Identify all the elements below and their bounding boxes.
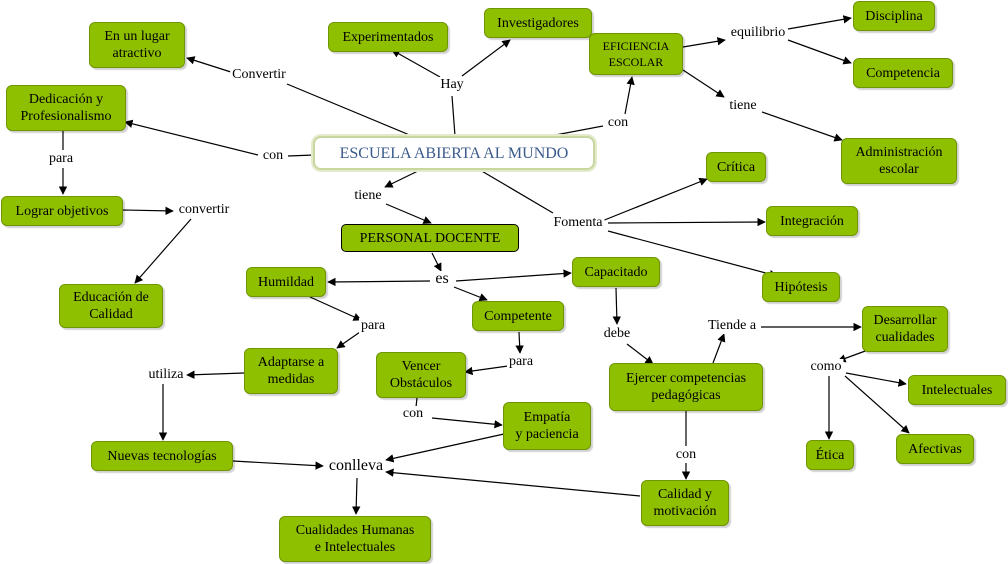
connector-line [845,372,907,387]
connector-line [682,37,726,48]
node-lograr-objetivos[interactable]: Lograr objetivos [1,196,123,226]
connector-line [607,217,766,227]
node-adaptarse[interactable]: Adaptarse a medidas [244,348,338,394]
node-personal-docente[interactable]: PERSONAL DOCENTE [341,224,519,252]
connector-line [787,39,852,65]
link-label-para-lograr: para [46,151,76,167]
connector-line [287,154,315,157]
connector-line [515,331,524,354]
connector-line [431,417,503,429]
node-cualidades-humanas[interactable]: Cualidades Humanas e Intelectuales [279,516,431,562]
connector-line [385,468,641,497]
link-label-con-calidad: con [673,447,699,463]
link-label-convertir: Convertir [230,67,288,83]
node-empatia[interactable]: Empatía y paciencia [503,402,591,450]
connector-line [309,296,362,321]
node-experimentados[interactable]: Experimentados [328,22,448,52]
connector-line [124,119,259,156]
connector-line [232,460,324,470]
link-label-como: como [808,359,844,375]
connector-line [461,39,511,77]
node-desarrollar-cualidades[interactable]: Desarrollar cualidades [862,306,948,352]
connector-line [626,343,654,365]
node-ejercer-competencias[interactable]: Ejercer competencias pedagógicas [609,363,763,411]
link-label-fomenta: Fomenta [551,215,605,231]
connector-line [761,111,843,142]
link-label-tiene-personal: tiene [352,188,384,204]
connector-line [384,169,421,188]
link-label-hay: Hay [438,77,466,93]
node-lugar-atractivo[interactable]: En un lugar atractivo [89,22,185,68]
node-competencia[interactable]: Competencia [853,58,953,88]
connector-line [415,397,418,408]
connector-line [385,203,432,224]
connector-line [479,169,554,214]
connector-line [336,331,361,349]
connector-line [844,375,910,434]
connector-line [451,95,456,137]
connector-line [352,477,361,515]
link-label-tiene-administracion: tiene [727,98,759,114]
link-label-conlleva: conlleva [326,457,386,474]
node-integracion[interactable]: Integración [766,206,858,236]
node-nuevas-tecnologias[interactable]: Nuevas tecnologías [91,441,233,471]
connector-line [624,76,635,115]
node-disciplina[interactable]: Disciplina [853,1,935,31]
connector-line [455,269,572,282]
node-humildad[interactable]: Humildad [246,267,326,297]
link-label-con-empatia: con [400,406,426,422]
link-label-para-vencer: para [506,354,536,370]
node-calidad-motivacion[interactable]: Calidad y motivación [641,480,729,526]
connector-line [612,287,621,325]
link-label-para-adaptarse: para [358,318,388,334]
link-label-con-dedicacion: con [260,148,286,164]
node-vencer-obstaculos[interactable]: Vencer Obstáculos [376,352,466,398]
node-intelectuales[interactable]: Intelectuales [908,375,1006,405]
connector-line [391,49,441,78]
connector-line [607,230,778,279]
connector-line [712,333,726,364]
node-dedicacion[interactable]: Dedicación y Profesionalismo [6,85,126,131]
node-investigadores[interactable]: Investigadores [484,8,592,38]
node-administracion[interactable]: Administración escolar [841,138,957,184]
node-educacion-calidad[interactable]: Educación de Calidad [59,284,163,328]
node-afectivas[interactable]: Afectivas [896,434,974,464]
connector-line [186,56,235,74]
connector-line [431,252,442,272]
connector-line [601,177,708,222]
node-hipotesis[interactable]: Hipótesis [762,272,840,302]
node-capacitado[interactable]: Capacitado [572,257,660,287]
link-label-utiliza: utiliza [146,367,186,383]
connector-line [186,370,245,379]
connector-line [286,83,413,137]
node-eficiencia-escolar[interactable]: EFICIENCIA ESCOLAR [589,33,683,75]
connector-line [327,277,431,287]
connector-line [453,286,488,302]
link-label-equilibrio: equilibrio [728,25,788,41]
connector-line [549,125,604,137]
connector-line [787,15,852,30]
connector-line [134,218,192,284]
connector-line [385,433,505,463]
node-escuela-abierta[interactable]: ESCUELA ABIERTA AL MUNDO [313,136,595,170]
node-etica[interactable]: Ética [806,440,854,470]
link-label-tiende-a: Tiende a [705,318,759,334]
node-competente[interactable]: Competente [472,301,564,331]
link-label-debe: debe [601,326,633,342]
node-critica[interactable]: Crítica [706,152,766,182]
connector-line [122,206,174,216]
connector-line [682,69,725,98]
link-label-es: es [433,270,451,287]
link-label-con-eficiencia: con [605,115,631,131]
connector-line [464,365,509,376]
link-label-convertir-educacion: convertir [176,202,232,218]
